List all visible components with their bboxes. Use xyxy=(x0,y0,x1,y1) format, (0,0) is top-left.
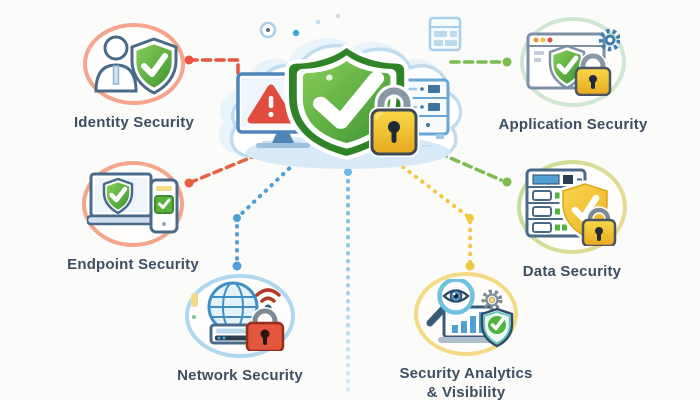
node-application: Application Security xyxy=(463,17,683,134)
connector-analytics xyxy=(401,165,472,264)
endpoint-ring xyxy=(82,161,184,247)
analytics-label: Security Analytics & Visibility xyxy=(399,364,532,400)
network-ring xyxy=(185,274,295,358)
data-ring xyxy=(517,160,627,254)
analytics-ring xyxy=(414,272,518,356)
connector-analytics-dots xyxy=(465,214,475,271)
cloud-decorations xyxy=(259,13,462,52)
padlock-icon xyxy=(369,84,419,157)
analytics-label-line1: Security Analytics xyxy=(399,365,533,382)
application-security-icon xyxy=(526,28,620,96)
data-label: Data Security xyxy=(522,263,622,280)
node-identity: Identity Security xyxy=(24,23,244,132)
connector-center-teal xyxy=(344,168,352,399)
wifi-icon xyxy=(255,288,281,303)
identity-ring xyxy=(83,23,185,105)
magnifier-eye-icon xyxy=(426,279,475,327)
application-label: Application Security xyxy=(498,116,648,133)
connector-network xyxy=(235,161,297,264)
analytics-label-line2: & Visibility xyxy=(426,384,506,400)
connector-endpoint-dot xyxy=(184,178,194,188)
analytics-shield-icon xyxy=(480,307,514,348)
application-ring xyxy=(520,17,626,107)
node-data: Data Security xyxy=(462,160,682,281)
app-padlock-icon xyxy=(574,52,612,96)
node-network: Network Security xyxy=(130,274,350,385)
gear-icon xyxy=(481,289,503,311)
network-label: Network Security xyxy=(177,367,303,384)
network-padlock-icon xyxy=(245,307,285,351)
identity-label: Identity Security xyxy=(73,114,195,131)
gear-icon xyxy=(598,28,620,52)
data-padlock-icon xyxy=(581,206,617,246)
connector-network-dots xyxy=(232,214,242,271)
connector-application xyxy=(437,60,504,182)
identity-security-icon xyxy=(94,35,178,95)
phone-icon xyxy=(149,178,179,234)
endpoint-security-icon xyxy=(87,172,179,234)
connector-endpoint xyxy=(187,153,259,185)
connector-identity-dot xyxy=(184,55,194,65)
network-security-icon xyxy=(191,281,285,351)
endpoint-label: Endpoint Security xyxy=(67,256,199,273)
node-analytics: Security Analytics & Visibility xyxy=(356,272,576,400)
window-decoration-icon xyxy=(428,16,462,52)
security-analytics-icon xyxy=(426,279,514,348)
node-endpoint: Endpoint Security xyxy=(23,161,243,274)
connector-green-dots xyxy=(502,57,512,187)
data-security-icon xyxy=(525,168,617,246)
